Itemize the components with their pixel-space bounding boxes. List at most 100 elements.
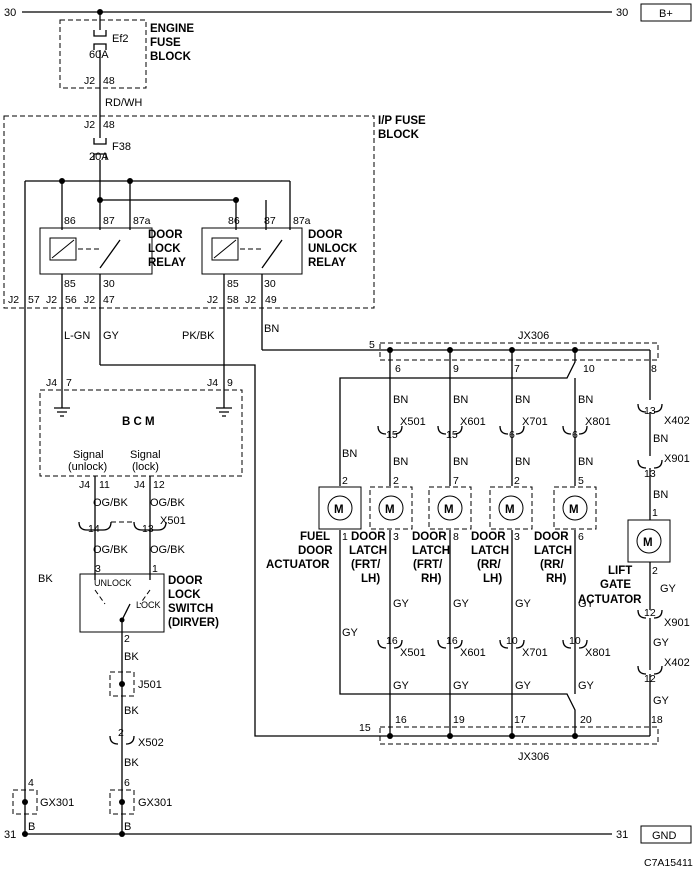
bcm-j4-11-conn: J4: [79, 479, 90, 491]
bcm-signal-lock-2: (lock): [132, 461, 159, 473]
door-latch-rr-rh: BN 6 X801 BN M 5 6 DOOR LATCH (RR/ RH) G…: [534, 394, 611, 692]
lift-gate-title-2: GATE: [600, 579, 631, 591]
x801-top-pin: 6: [572, 429, 578, 441]
lock-relay-title-1: DOOR: [148, 229, 183, 241]
engine-fuse-block: ENGINE FUSE BLOCK Ef2 60A J2 48: [59, 12, 194, 120]
unlock-relay-pin-87: 87: [264, 215, 276, 227]
wire-lgn-label: L-GN: [64, 330, 90, 342]
engine-fuse-pin: 48: [103, 75, 115, 87]
x601-top-name: X601: [460, 416, 486, 428]
wire-gy-lg-3: GY: [653, 695, 670, 707]
fuel-door-motor-icon: M: [334, 504, 344, 516]
rr-rh-title-2: LATCH: [534, 545, 572, 557]
wire-rd-wh-label: RD/WH: [105, 97, 142, 109]
engine-fuse-block-title-2: FUSE: [150, 37, 181, 49]
x601-bottom-name: X601: [460, 647, 486, 659]
wire-bn-frt-lh-1: BN: [393, 394, 408, 406]
rr-lh-title-4: LH): [483, 573, 502, 585]
frt-rh-title-1: DOOR: [412, 531, 447, 543]
lift-gate-title-1: LIFT: [608, 565, 632, 577]
wire-bk-label-1: BK: [124, 651, 139, 663]
wire-bn-rr-rh-2: BN: [578, 456, 593, 468]
x501-bottom-pin: 16: [386, 635, 398, 647]
bcm-j4-11-pin: 11: [99, 479, 110, 491]
fuse-ef2-icon: [93, 30, 107, 50]
fuse-f38-rating: 20A: [89, 151, 109, 163]
power-rail-left-number: 30: [4, 7, 16, 19]
rr-rh-title-1: DOOR: [534, 531, 569, 543]
frt-lh-title-2: LATCH: [349, 545, 387, 557]
rr-lh-title-3: (RR/: [477, 559, 501, 571]
gx301-left-pin: 4: [28, 777, 34, 789]
lock-relay-pin-87a: 87a: [133, 215, 151, 227]
bcm-title: B C M: [122, 416, 155, 428]
jx306-top-pin-10: 10: [583, 363, 595, 375]
x801-top-name: X801: [585, 416, 611, 428]
wire-b-label-2: B: [124, 821, 131, 833]
rr-lh-motor-icon: M: [505, 504, 515, 516]
j501-label: J501: [138, 679, 162, 691]
x402-top-name: X402: [664, 415, 690, 427]
switch-pin-1: 1: [152, 563, 158, 575]
unlock-relay-pin-30: 30: [264, 278, 276, 290]
wire-gy-rr-rh-1: GY: [578, 598, 595, 610]
wire-gy-rr-lh-2: GY: [515, 680, 532, 692]
switch-title-2: LOCK: [168, 589, 201, 601]
x502-name: X502: [138, 737, 164, 749]
x801-bottom-name: X801: [585, 647, 611, 659]
fuse-ef2-rating: 60A: [89, 49, 109, 61]
wire-bk-label-3: BK: [124, 757, 139, 769]
lift-gate-title-3: ACTUATOR: [578, 594, 642, 606]
x402-top-pin: 13: [644, 405, 656, 417]
bcm-j4-7-pin: 7: [66, 377, 72, 389]
power-rail: 30 30 B+: [4, 3, 692, 22]
x501-bcm-name: X501: [160, 515, 186, 527]
x701-bottom-name: X701: [522, 647, 548, 659]
x501-top-name: X501: [400, 416, 426, 428]
ip-out-pin-47: 47: [103, 294, 115, 306]
ground-rail: 31 31 GND: [4, 825, 692, 844]
gx301-right: 6 GX301: [109, 777, 172, 815]
ground-rail-right-number: 31: [616, 829, 628, 841]
lock-relay-pin-87: 87: [103, 215, 115, 227]
wire-gy-frt-rh-2: GY: [453, 680, 470, 692]
door-latch-frt-lh: BN 15 X501 BN M 2 3 DOOR LATCH (FRT/ LH)…: [349, 394, 426, 692]
ip-fuse-block-title-1: I/P FUSE: [378, 115, 426, 127]
jx306-top-pin-7: 7: [514, 363, 520, 375]
wire-bn-frt-lh-2: BN: [393, 456, 408, 468]
wire-bk-label-left: BK: [38, 573, 53, 585]
ground-rail-left-number: 31: [4, 829, 16, 841]
wire-bn-label-1: BN: [264, 323, 279, 335]
b-plus-label: B+: [659, 8, 673, 20]
switch-pin-2: 2: [124, 633, 130, 645]
unlock-relay-title-3: RELAY: [308, 257, 346, 269]
x501-bcm-pin-14: 14: [88, 523, 100, 535]
rr-rh-bottom-pin: 6: [578, 531, 584, 543]
x901-top-name: X901: [664, 453, 690, 465]
wire-bn-rr-rh-1: BN: [578, 394, 593, 406]
wire-gy-label-1: GY: [103, 330, 120, 342]
ip-fuse-block-title-2: BLOCK: [378, 129, 420, 141]
gnd-label: GND: [652, 830, 677, 842]
jx306-bottom-pin-17: 17: [514, 714, 526, 726]
jx306-top-pin-8: 8: [651, 363, 657, 375]
unlock-relay-pin-85: 85: [227, 278, 239, 290]
bcm-signal-lock-1: Signal: [130, 449, 161, 461]
bcm-j4-9-conn: J4: [207, 377, 218, 389]
jx306-top-pin-5: 5: [369, 339, 375, 351]
lift-gate-bottom-pin: 2: [652, 565, 658, 577]
ip-out-pin-56: 56: [65, 294, 77, 306]
wire-ogbk-label-3: OG/BK: [93, 544, 129, 556]
gx301-left-name: GX301: [40, 797, 74, 809]
frt-rh-title-4: RH): [421, 573, 442, 585]
bcm-signal-unlock-1: Signal: [73, 449, 104, 461]
gx301-right-name: GX301: [138, 797, 172, 809]
jx306-connector: JX306 JX306 5 6 9 7 10 8 15 16 19 17 20 …: [359, 330, 663, 763]
fuel-door-actuator: M 2 1 FUEL DOOR ACTUATOR: [266, 475, 362, 571]
wire-gy-fuel: GY: [342, 627, 359, 639]
wire-b-label-1: B: [28, 821, 35, 833]
wire-gy-lg-1: GY: [660, 583, 677, 595]
x601-top-pin: 15: [446, 429, 458, 441]
ip-out-pin-57: 57: [28, 294, 40, 306]
x701-top-name: X701: [522, 416, 548, 428]
